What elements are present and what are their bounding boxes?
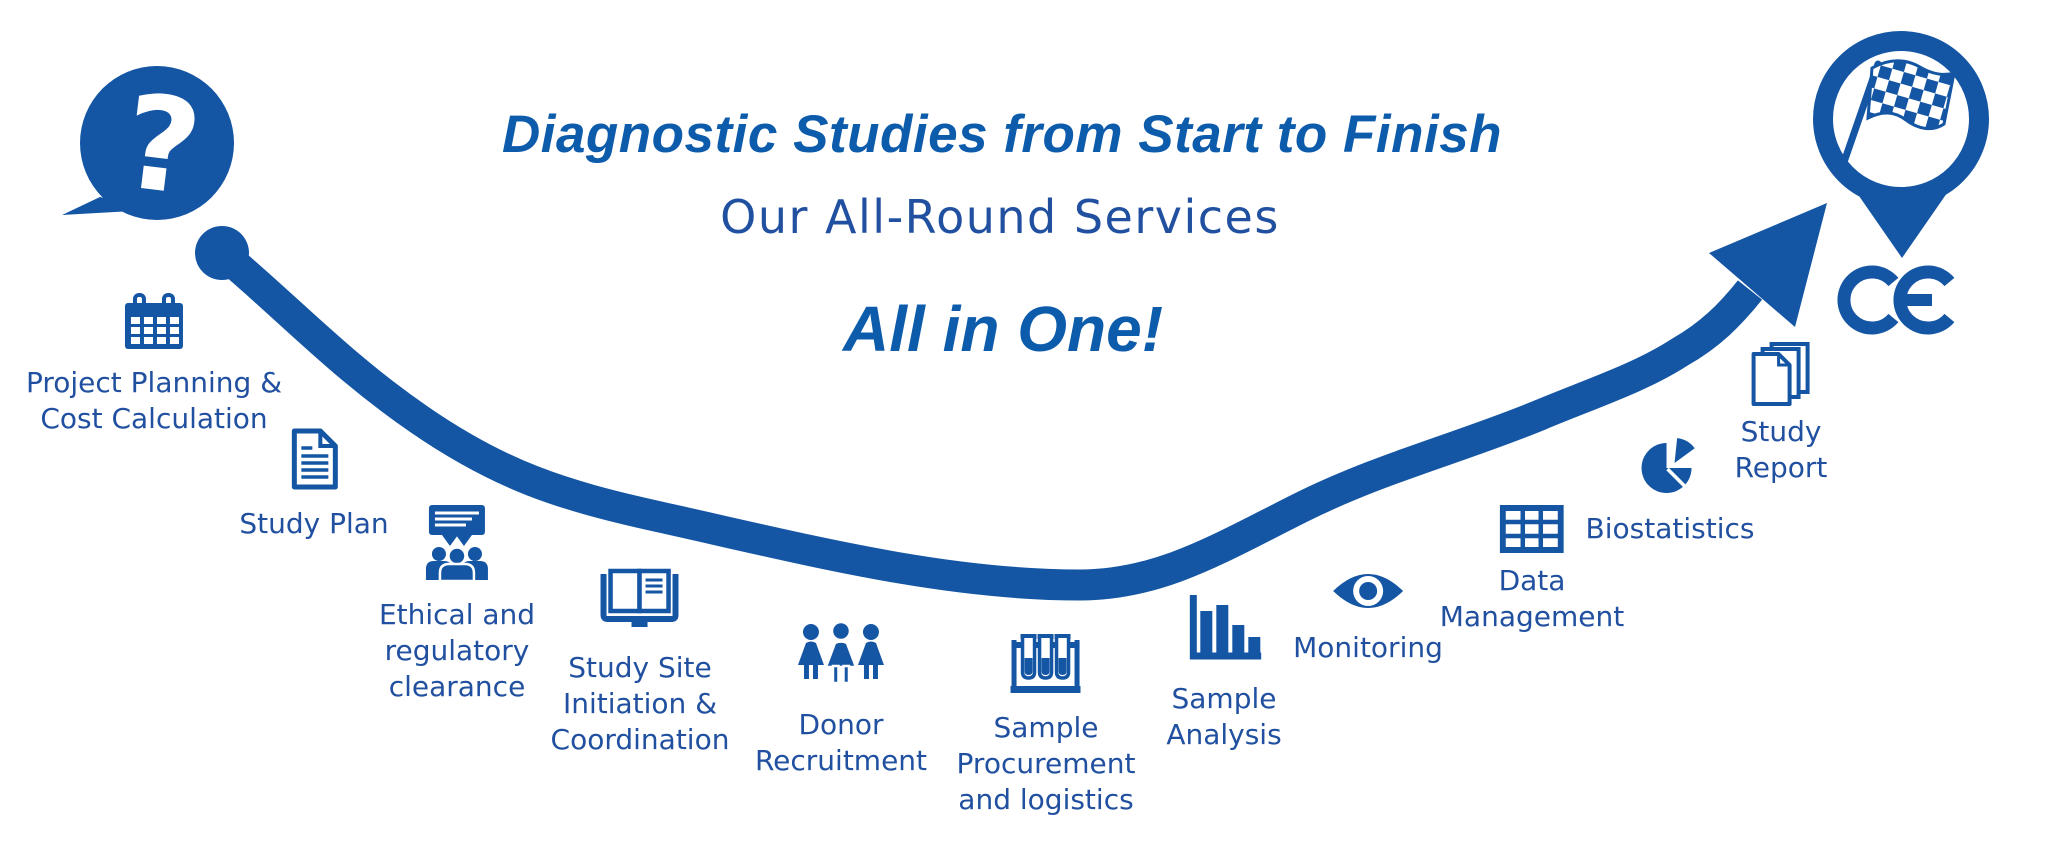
service-label: Biostatistics xyxy=(1585,512,1755,545)
curve-arrowhead xyxy=(1709,203,1827,327)
start-question-bubble-icon: ? xyxy=(62,65,234,225)
service-item-project-planning: Project Planning & Cost Calculation xyxy=(26,293,282,437)
service-label: Sample Procurement and logistics xyxy=(956,711,1136,816)
journey-curve xyxy=(212,241,1763,601)
documents-stack-icon xyxy=(1751,342,1810,406)
people-icon xyxy=(798,621,884,685)
curve-start-dot xyxy=(195,226,249,280)
checkered-flag xyxy=(1866,59,1956,131)
open-book-icon xyxy=(601,568,679,627)
test-tubes-icon xyxy=(1010,634,1081,693)
pie-chart-icon xyxy=(1642,438,1696,493)
service-item-study-plan: Study Plan xyxy=(239,428,389,542)
finish-flag-pin-icon xyxy=(1813,31,1989,258)
eye-icon xyxy=(1332,574,1403,608)
service-label: Monitoring xyxy=(1293,631,1443,664)
ce-mark-icon xyxy=(1837,265,1955,335)
service-item-sample-procurement: Sample Procurement and logistics xyxy=(956,628,1136,818)
service-label: Study Site Initiation & Coordination xyxy=(550,651,730,756)
service-label: Sample Analysis xyxy=(1166,682,1282,751)
service-label: Ethical and regulatory clearance xyxy=(378,598,536,703)
question-mark: ? xyxy=(115,65,208,225)
service-item-study-site: Study Site Initiation & Coordination xyxy=(550,568,730,758)
service-item-donor-recruitment: Donor Recruitment xyxy=(755,621,927,779)
presentation-icon xyxy=(425,505,488,581)
service-item-sample-analysis: Sample Analysis xyxy=(1166,593,1282,753)
service-item-biostatistics: Biostatistics xyxy=(1585,437,1755,547)
table-icon xyxy=(1499,505,1564,553)
document-icon xyxy=(291,428,338,490)
service-label: Data Management xyxy=(1439,564,1625,633)
service-label: Project Planning & Cost Calculation xyxy=(25,366,283,435)
service-label: Donor Recruitment xyxy=(754,708,928,777)
tagline: All in One! xyxy=(843,293,1163,365)
bar-chart-icon xyxy=(1189,595,1261,660)
page-title: Diagnostic Studies from Start to Finish xyxy=(501,105,1503,164)
page-subtitle: Our All-Round Services xyxy=(720,190,1280,244)
service-label: Study Plan xyxy=(239,507,389,540)
service-label: Study Report xyxy=(1734,415,1828,484)
calendar-icon xyxy=(124,293,183,349)
service-item-data-management: Data Management xyxy=(1440,505,1624,635)
service-item-ethical-clearance: Ethical and regulatory clearance xyxy=(379,503,535,705)
service-item-monitoring: Monitoring xyxy=(1293,565,1443,666)
service-item-study-report: Study Report xyxy=(1734,342,1828,486)
